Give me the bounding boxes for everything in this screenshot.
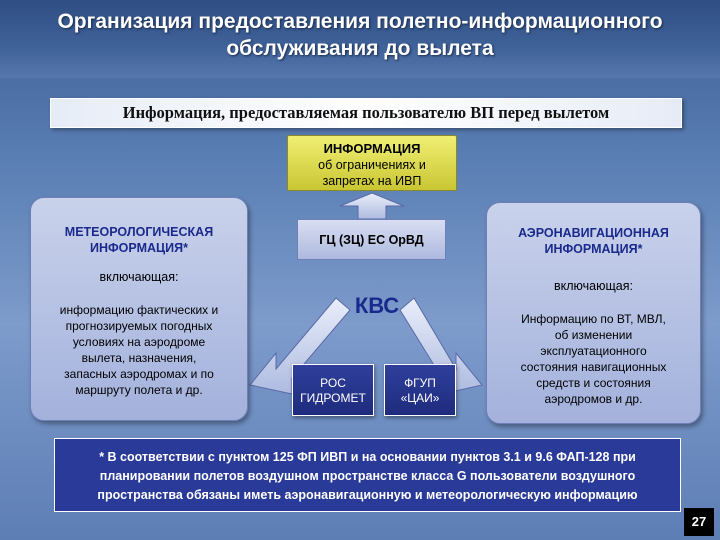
meteo-body-line: информацию фактических и [59,303,219,317]
restrictions-info-title: ИНФОРМАЦИЯ [323,141,421,156]
tsai-box: ФГУП «ЦАИ» [384,364,456,416]
footnote-box: * В соответствии с пунктом 125 ФП ИВП и … [54,438,681,512]
aeronav-body-text: Информацию по ВТ, МВЛ, об изменении эксп… [493,311,694,407]
tsai-line-1: ФГУП [404,376,436,390]
meteo-body-line: запасных аэродромах и по [64,367,214,381]
aeronav-body-line: аэродромов и др. [544,392,643,406]
meteo-info-box: МЕТЕОРОЛОГИЧЕСКАЯ ИНФОРМАЦИЯ* включающая… [30,197,248,421]
aeronav-including-label: включающая: [554,279,633,293]
restrictions-info-line-3: запретах на ИВП [322,174,422,188]
page-title: Организация предоставления полетно-инфор… [0,8,720,62]
meteo-heading-line-2: ИНФОРМАЦИЯ* [90,241,188,255]
footnote-line: * В соответствии с пунктом 125 ФП ИВП и … [99,450,636,464]
meteo-body-line: условиях на аэродроме [72,335,206,349]
aeronav-heading-line-2: ИНФОРМАЦИЯ* [544,242,643,256]
aeronav-body-line: средств и состояния [536,376,651,390]
aeronav-body-line: Информацию по ВТ, МВЛ, [521,312,666,326]
aeronav-body-line: состояния навигационных [520,360,667,374]
subtitle-bar: Информация, предоставляемая пользователю… [50,98,682,128]
atm-center-box: ГЦ (ЗЦ) ЕС ОрВД [297,219,446,260]
roshydromet-box: РОС ГИДРОМЕТ [292,364,374,416]
restrictions-info-box: ИНФОРМАЦИЯ об ограничениях и запретах на… [287,135,457,191]
footnote-line: пространства обязаны иметь аэронавигацио… [97,488,638,502]
pilot-in-command-label: КВС [354,293,400,318]
header-band [0,0,720,78]
meteo-including-label: включающая: [99,270,179,284]
aeronav-info-heading: АЭРОНАВИГАЦИОННАЯ ИНФОРМАЦИЯ* [487,225,700,257]
aeronav-heading-line-1: АЭРОНАВИГАЦИОННАЯ [518,226,669,240]
aeronav-body-line: об изменении [554,328,633,342]
arrow-up-icon [339,192,405,220]
meteo-body-line: маршруту полета и др. [75,383,203,397]
title-line-1: Организация предоставления полетно-инфор… [57,10,663,33]
meteo-body-line: вылета, назначения, [81,351,197,365]
meteo-body-line: прогнозируемых погодных [65,319,213,333]
restrictions-info-line-2: об ограничениях и [318,158,426,172]
aeronav-info-box: АЭРОНАВИГАЦИОННАЯ ИНФОРМАЦИЯ* включающая… [486,202,701,424]
roshydromet-line-2: ГИДРОМЕТ [300,391,366,405]
meteo-heading-line-1: МЕТЕОРОЛОГИЧЕСКАЯ [64,225,214,239]
meteo-info-heading: МЕТЕОРОЛОГИЧЕСКАЯ ИНФОРМАЦИЯ* [31,224,247,256]
roshydromet-line-1: РОС [320,376,346,390]
subtitle: Информация, предоставляемая пользователю… [122,103,610,122]
aeronav-body-line: эксплуатационного [540,344,647,358]
tsai-line-2: «ЦАИ» [400,391,440,405]
title-line-2: обслуживания до вылета [226,37,494,60]
footnote-line: планировании полетов воздушном пространс… [99,469,636,483]
page-number: 27 [684,508,714,536]
meteo-body-text: информацию фактических и прогнозируемых … [37,302,241,398]
